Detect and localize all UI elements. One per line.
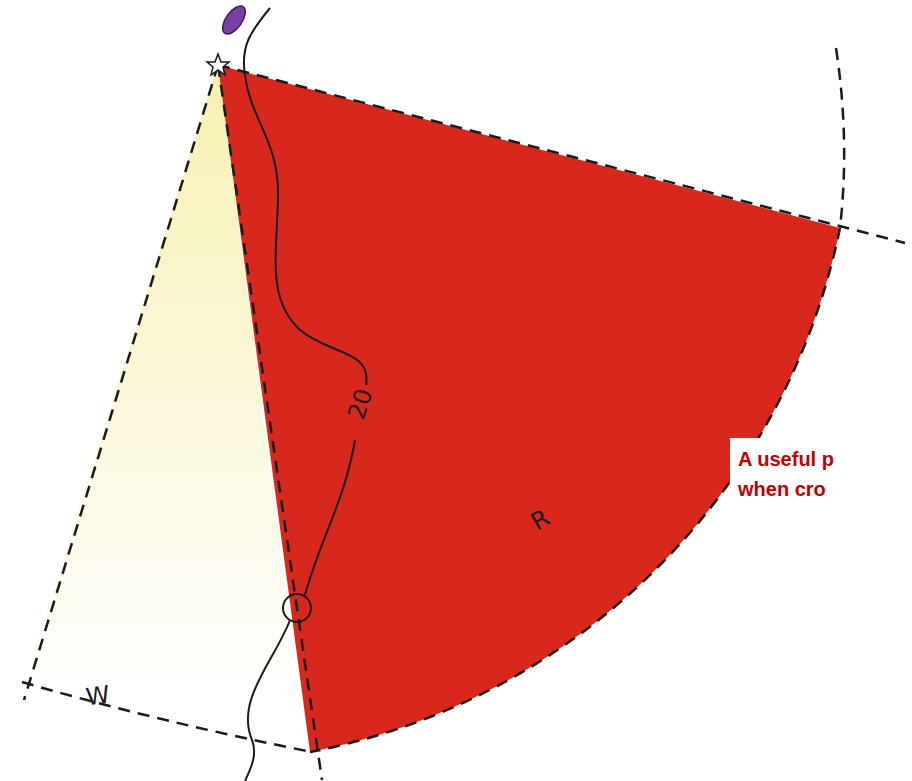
arc-w bbox=[22, 682, 312, 752]
string-mark bbox=[283, 594, 311, 622]
note-text: A useful p when cro bbox=[738, 444, 850, 504]
red-sector bbox=[218, 65, 840, 752]
sector-edge-line bbox=[218, 65, 322, 780]
arc-letter: W bbox=[84, 682, 111, 709]
balloon bbox=[218, 2, 249, 37]
note-patch bbox=[730, 438, 912, 510]
outer-edge-line bbox=[24, 65, 218, 700]
measuring-string bbox=[245, 440, 355, 781]
measuring-string bbox=[244, 8, 367, 385]
apex-star bbox=[207, 54, 229, 75]
sector-edge-line bbox=[218, 65, 905, 243]
arc-r bbox=[310, 48, 844, 752]
